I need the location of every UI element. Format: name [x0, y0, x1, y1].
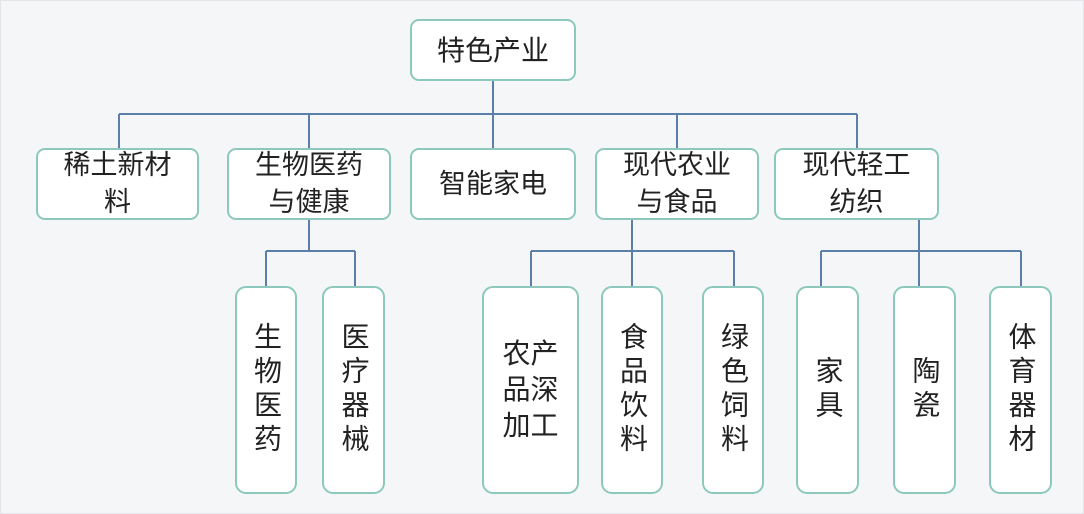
node-label-line: 生物医药 — [255, 150, 363, 181]
node-label-line: 纺织 — [829, 187, 884, 218]
node-modern-agriculture-food: 现代农业 与食品 — [595, 148, 759, 220]
node-label: 体育器材 — [1004, 322, 1038, 458]
node-label-line: 与食品 — [636, 187, 718, 218]
node-food-beverage: 食品饮料 — [601, 286, 663, 494]
node-smart-appliances: 智能家电 — [410, 148, 576, 220]
node-label: 陶瓷 — [908, 356, 942, 424]
node-label-line: 稀土新材 — [63, 150, 172, 181]
node-agri-deep-processing: 农产 品深 加工 — [482, 286, 579, 494]
node-label-line: 与健康 — [268, 187, 350, 218]
node-label: 绿色饲料 — [717, 322, 750, 458]
node-label-line: 智能家电 — [439, 168, 547, 200]
node-label-line: 加工 — [502, 409, 559, 442]
node-label-line: 农产 — [502, 337, 559, 370]
node-green-feed: 绿色饲料 — [702, 286, 764, 494]
node-rare-earth-materials: 稀土新材 料 — [36, 148, 199, 220]
node-ceramics: 陶瓷 — [893, 286, 956, 494]
node-biomedicine: 生物医药 — [235, 286, 297, 494]
node-label: 食品饮料 — [616, 322, 649, 458]
node-biomedicine-health: 生物医药 与健康 — [227, 148, 391, 220]
node-furniture: 家具 — [796, 286, 859, 494]
node-label-line: 品深 — [502, 373, 559, 406]
node-label-line: 现代农业 — [623, 150, 731, 181]
node-label-line: 现代轻工 — [802, 150, 911, 181]
node-medical-devices: 医疗器械 — [322, 286, 385, 494]
node-sports-equipment: 体育器材 — [989, 286, 1052, 494]
node-featured-industries: 特色产业 — [410, 19, 576, 81]
node-label-line: 料 — [104, 187, 131, 218]
node-label: 特色产业 — [436, 33, 549, 67]
node-modern-light-industry-textile: 现代轻工 纺织 — [774, 148, 939, 220]
node-label: 生物医药 — [250, 322, 283, 458]
node-label: 医疗器械 — [337, 322, 371, 458]
node-label: 家具 — [811, 356, 845, 424]
